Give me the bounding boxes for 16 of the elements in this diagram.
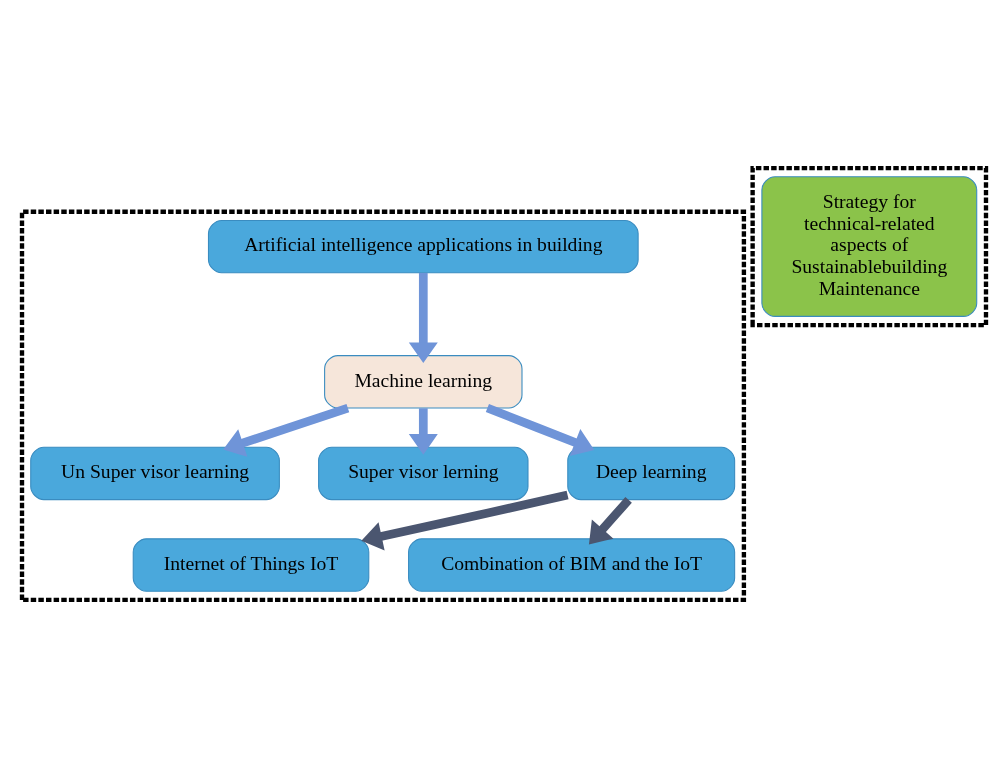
arrow (485, 403, 595, 456)
node-box: Super visor lerning (318, 446, 529, 500)
node-box: Un Super visor learning (30, 446, 280, 500)
node-box: Artificial intelligence applications in building (207, 219, 639, 273)
node-box: Strategy for technical-related aspects of Sustainablebuilding Maintenance (761, 175, 978, 317)
arrow (408, 407, 438, 455)
node-box: Internet of Things IoT (132, 537, 370, 592)
cluster (19, 209, 747, 602)
node-box: Combination of BIM and the IoT (408, 537, 736, 592)
arrow (588, 496, 632, 544)
node-box: Machine learning (324, 354, 523, 409)
node-box: Deep learning (567, 446, 736, 500)
arrow (361, 490, 569, 550)
arrow (223, 403, 350, 457)
cluster (750, 165, 989, 327)
arrow (408, 272, 438, 363)
